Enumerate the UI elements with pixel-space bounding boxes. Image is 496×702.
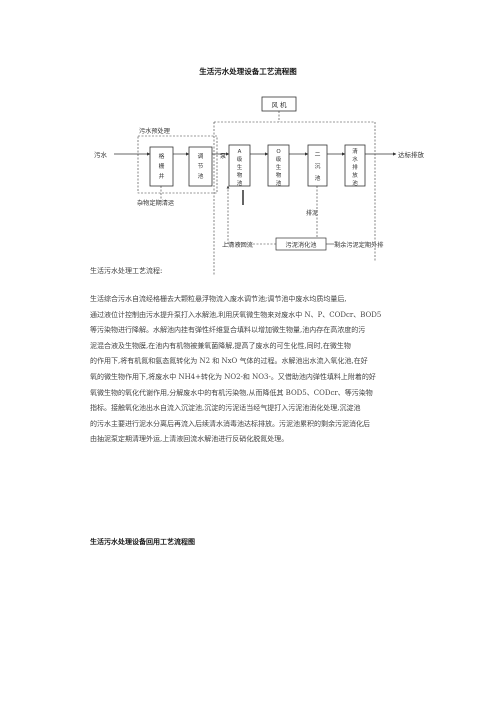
pretreat-frame xyxy=(137,135,218,194)
grille-char-0: 格 xyxy=(159,152,165,160)
second-tank-char-0: 二 xyxy=(315,152,321,158)
clear-tank-char-2: 排 xyxy=(352,163,358,171)
clear-tank-char-3: 放 xyxy=(352,171,358,179)
clear-water-tank-box xyxy=(344,144,366,187)
sludge-tank-label: 污泥消化池 xyxy=(286,241,317,249)
clear-tank-char-4: 池 xyxy=(352,179,358,187)
debris-label: 杂物定期清运 xyxy=(137,199,174,207)
paragraph-line: 指标。接触氧化池出水自流入沉淀池,沉淀的污泥适当经气提打入污泥池消化处理,沉淀池 xyxy=(90,404,361,413)
a-bio-tank-box xyxy=(228,144,251,187)
o-tank-char-1: 级 xyxy=(276,155,282,163)
process-flow-diagram: 风 机 污水预处理 污水 格 栅 井 调 节 池 泵 A 级 生 物 池 O 级… xyxy=(94,96,425,275)
process-subtitle: 生活污水处理工艺流程: xyxy=(90,267,163,275)
paragraph-line: 的污水主要进行泥水分离后再流入后续清水消毒池达标排放。污泥池累积的剩余污泥消化后 xyxy=(90,419,370,428)
clear-tank-char-0: 清 xyxy=(352,147,358,155)
o-tank-char-2: 生 xyxy=(276,163,282,171)
input-label: 污水 xyxy=(94,150,108,159)
output-label: 达标排放 xyxy=(398,150,425,159)
a-tank-char-0: A xyxy=(238,149,242,155)
o-tank-char-3: 物 xyxy=(276,171,282,179)
paragraph-line: 泥混合液及生物膜,在池内有机物被兼氧菌降解,提高了废水的可生化性,同时,在微生物 xyxy=(90,341,351,350)
second-tank-char-2: 池 xyxy=(315,174,321,182)
regulating-tank-box xyxy=(188,146,213,187)
residual-sludge-label: 剩余污泥定期外排 xyxy=(334,241,384,249)
pump-label: 泵 xyxy=(220,153,226,160)
fan-label: 风 机 xyxy=(271,100,287,109)
paragraph-line: 生活综合污水自流经格栅去大颗粒悬浮物流入废水调节池;调节池中废水均质均量后, xyxy=(90,295,347,303)
mud-label: 排泥 xyxy=(306,209,318,217)
grille-char-1: 栅 xyxy=(159,162,165,170)
a-tank-char-1: 级 xyxy=(237,155,243,163)
grille-well-box xyxy=(149,146,174,187)
pretreat-label: 污水预处理 xyxy=(139,127,170,135)
tank-char-1: 节 xyxy=(198,162,204,170)
clear-tank-char-1: 水 xyxy=(352,155,358,163)
o-bio-tank-box xyxy=(267,144,290,187)
a-tank-char-4: 池 xyxy=(237,179,243,187)
o-tank-char-0: O xyxy=(276,149,281,155)
secondary-settling-tank-box xyxy=(307,144,328,187)
tank-char-2: 池 xyxy=(198,172,204,180)
a-tank-char-3: 物 xyxy=(237,171,243,179)
return-flow-label: 上清液回流 xyxy=(222,241,253,249)
document-title: 生活污水处理设备工艺流程图 xyxy=(199,67,297,76)
process-description: 生活综合污水自流经格栅去大颗粒悬浮物流入废水调节池;调节池中废水均质均量后, 通… xyxy=(90,292,430,448)
grille-char-2: 井 xyxy=(159,172,165,180)
reuse-section-title: 生活污水处理设备回用工艺流程图 xyxy=(90,538,195,546)
paragraph-line: 的作用下,将有机氮和氨态氮转化为 N2 和 NxO 气体的过程。水解池出水流入氧… xyxy=(90,357,368,366)
paragraph-line: 氧的微生物作用下,将废水中 NH4+转化为 NO2-和 NO3-。又借助池内弹性… xyxy=(90,372,376,381)
tank-char-0: 调 xyxy=(198,152,204,160)
paragraph-line: 通过液位计控制由污水提升泵打入水解池,利用厌氧微生物来对废水中 N、P、CODc… xyxy=(90,310,382,319)
a-tank-char-2: 生 xyxy=(237,163,243,171)
o-tank-char-4: 池 xyxy=(276,179,282,187)
paragraph-line: 氧微生物的氧化代谢作用,分解废水中的有机污染物,从而降低其 BOD5、CODcr… xyxy=(90,388,373,397)
second-tank-char-1: 沉 xyxy=(315,162,321,170)
paragraph-line: 等污染物进行降解。水解池内挂有弹性纤维复合填料以增加微生物量,池内存在高浓度的污 xyxy=(90,326,366,335)
paragraph-line: 由抽泥泵定期清理外运,上清液回流水解池进行反硝化脱氮处理。 xyxy=(90,435,289,444)
